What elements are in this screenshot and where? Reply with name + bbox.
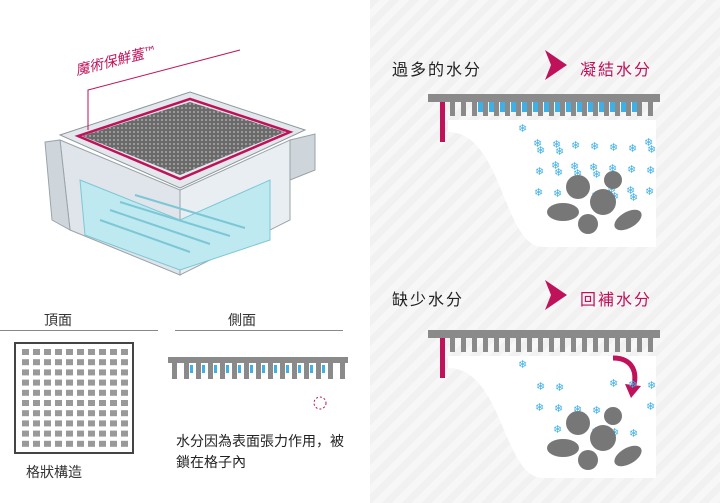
snowflake-icon: ❄ [554,402,563,415]
snowflake-icon: ❄ [647,143,656,156]
snowflake-icon: ❄ [535,165,544,178]
snowflake-icon: ❄ [571,139,580,152]
snowflake-icon: ❄ [592,404,601,417]
solution-label-2: 回補水分 [580,290,653,309]
grid-lid-icon [14,342,134,454]
arrow-right-icon [545,280,567,310]
snowflake-icon: ❄ [552,138,561,151]
snowflake-icon: ❄ [607,183,616,196]
explanation-text: 水分因為表面張力作用，被鎖在格子內 [176,434,344,471]
divider [0,330,158,331]
snowflake-icon: ❄ [590,140,599,153]
crisper-drawer-illustration [44,49,316,276]
snowflake-icon: ❄ [536,380,545,393]
snowflake-icon: ❄ [626,184,635,197]
solution-label-1: 凝結水分 [580,60,653,79]
snowflake-icon: ❄ [518,122,527,135]
snowflake-icon: ❄ [627,163,636,176]
snowflake-icon: ❄ [645,185,654,198]
snowflake-icon: ❄ [553,187,562,200]
snowflake-icon: ❄ [533,137,542,150]
produce-icon [547,171,642,234]
grid-caption: 格狀構造 [26,465,82,481]
snowflake-icon: ❄ [553,423,562,436]
side-view-label: 側面 [228,313,256,329]
snowflake-icon: ❄ [629,191,638,204]
snowflake-icon: ❄ [589,161,598,174]
snowflake-icon: ❄ [518,358,527,371]
problem-label-1: 過多的水分 [392,60,483,79]
snowflake-icon: ❄ [551,159,560,172]
drawer-diagram-lacking: ❄❄❄❄❄❄❄❄❄❄❄❄❄❄❄❄ [428,330,660,478]
snowflake-icon: ❄ [628,142,637,155]
snowflake-icon: ❄ [535,401,544,414]
snowflake-icon: ❄ [555,381,564,394]
snowflake-icon: ❄ [570,160,579,173]
snowflake-icon: ❄ [629,427,638,440]
snowflake-icon: ❄ [644,136,653,149]
divider [175,330,343,331]
snowflake-icon: ❄ [609,141,618,154]
snowflake-icon: ❄ [555,145,564,158]
snowflake-icon: ❄ [646,400,655,413]
snowflake-icon: ❄ [628,378,637,391]
snowflake-icon: ❄ [573,167,582,180]
snowflake-icon: ❄ [608,162,617,175]
snowflake-icon: ❄ [534,186,543,199]
snowflake-icon: ❄ [554,166,563,179]
curved-arrow-icon [612,355,638,389]
snowflake-icon: ❄ [536,144,545,157]
snowflake-icon: ❄ [646,164,655,177]
arrow-right-icon [545,50,567,80]
snowflake-icon: ❄ [647,379,656,392]
snowflake-icon: ❄ [592,168,601,181]
side-view-diagram [168,357,348,410]
snowflake-icon: ❄ [609,377,618,390]
problem-label-2: 缺少水分 [392,290,465,309]
snowflake-icon: ❄ [573,403,582,416]
produce-icon [547,407,642,470]
drawer-diagram-excess: ❄❄❄❄❄❄❄❄❄❄❄❄❄❄❄❄❄❄❄❄❄❄❄❄❄❄❄❄❄❄ [428,94,660,247]
top-view-label: 頂面 [44,313,72,329]
